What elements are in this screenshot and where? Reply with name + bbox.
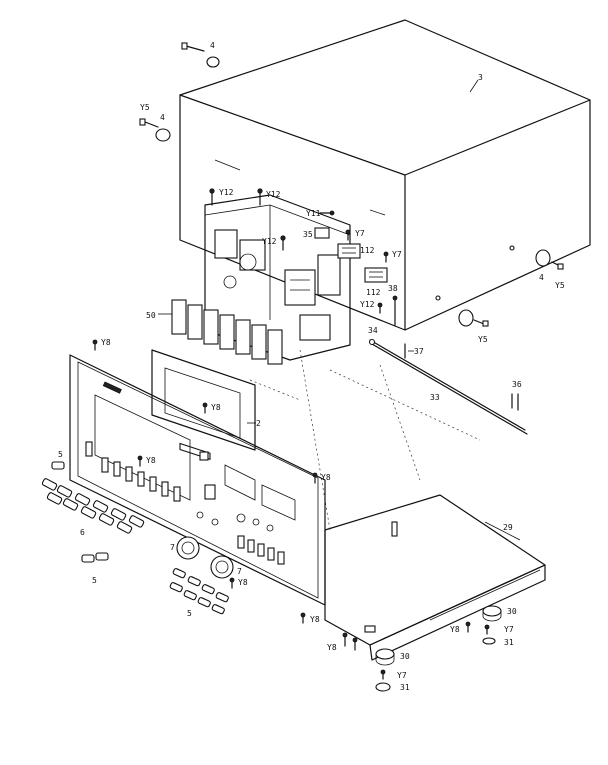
callout-y8-4: Y8 xyxy=(321,473,331,482)
screw-y8-3 xyxy=(137,455,143,467)
callout-5-left: 5 xyxy=(92,576,97,585)
callout-y8-3: Y8 xyxy=(146,456,156,465)
callout-6: 6 xyxy=(80,528,85,537)
callout-31-right: 31 xyxy=(504,638,514,647)
foot-left xyxy=(139,118,171,142)
callout-y7-1: Y7 xyxy=(355,229,365,238)
front-panel xyxy=(69,354,326,606)
screw-y7-1 xyxy=(345,229,351,241)
screw-y11 xyxy=(319,210,335,216)
screw-y12-4 xyxy=(377,302,383,314)
callout-y8-8: Y8 xyxy=(450,625,460,634)
foot-31-bottom xyxy=(375,682,391,692)
buttons-5-bottom xyxy=(169,568,229,615)
callout-38: 38 xyxy=(388,284,398,293)
callout-4-top: 4 xyxy=(210,41,215,50)
button-5-left xyxy=(81,552,109,563)
bottom-chassis xyxy=(324,494,546,661)
callout-y11: Y11 xyxy=(306,209,321,218)
screw-y8-6 xyxy=(300,612,306,624)
screw-y12-1 xyxy=(209,188,215,206)
screw-y8-5 xyxy=(229,577,235,589)
callout-34: 34 xyxy=(368,326,378,335)
callout-31-bottom: 31 xyxy=(400,683,410,692)
foot-30-right xyxy=(482,605,502,622)
button-5-top xyxy=(51,461,65,470)
callout-y8-5: Y8 xyxy=(238,578,248,587)
knob-7-right xyxy=(210,555,234,579)
callout-112-b: 112 xyxy=(366,288,381,297)
screw-y8-1 xyxy=(92,339,98,351)
foot-top xyxy=(181,42,220,68)
tape-mechanism xyxy=(204,194,351,361)
callout-29: 29 xyxy=(503,523,513,532)
callout-37: 37 xyxy=(414,347,424,356)
foot-31-right xyxy=(482,637,496,645)
part-38-pin xyxy=(392,295,398,326)
callout-y7-2: Y7 xyxy=(392,250,402,259)
callout-30-right: 30 xyxy=(507,607,517,616)
screw-y12-2 xyxy=(257,188,263,206)
callout-y12-4: Y12 xyxy=(360,300,375,309)
callout-7-left: 7 xyxy=(170,543,175,552)
foot-right-lower xyxy=(458,309,489,327)
screw-y8-8 xyxy=(465,621,471,633)
connector-112-a xyxy=(337,243,361,259)
foot-right xyxy=(535,249,564,270)
callout-y7-4: Y7 xyxy=(397,671,407,680)
shaft-33 xyxy=(368,338,528,435)
top-cover xyxy=(179,19,591,331)
callout-y8-6: Y8 xyxy=(310,615,320,624)
callout-y7-3: Y7 xyxy=(504,625,514,634)
key-switch-assembly xyxy=(171,299,283,365)
spring-36 xyxy=(511,393,519,411)
part-35 xyxy=(314,227,330,239)
callout-y5-right-lower: Y5 xyxy=(478,335,488,344)
callout-50: 50 xyxy=(146,311,156,320)
callout-2: 2 xyxy=(256,419,261,428)
screw-y7-3 xyxy=(484,624,490,635)
screw-y8-2 xyxy=(202,402,208,414)
callout-4-left: 4 xyxy=(160,113,165,122)
callout-7-right: 7 xyxy=(237,567,242,576)
callout-y8-2: Y8 xyxy=(211,403,221,412)
buttons-6 xyxy=(41,478,145,534)
callout-y12-3: Y12 xyxy=(262,237,277,246)
callout-y5-right: Y5 xyxy=(555,281,565,290)
screw-y7-2 xyxy=(383,251,389,263)
callout-y12-2: Y12 xyxy=(266,190,281,199)
callout-36: 36 xyxy=(512,380,522,389)
connector-112-b xyxy=(364,267,388,283)
screw-y8-7 xyxy=(342,632,358,651)
screw-y7-4 xyxy=(380,669,386,680)
callout-112-a: 112 xyxy=(360,246,375,255)
callout-y8-1: Y8 xyxy=(101,338,111,347)
screw-y12-3 xyxy=(280,235,286,251)
callout-y8-7: Y8 xyxy=(327,643,337,652)
foot-30-bottom xyxy=(375,648,395,666)
callout-5-top: 5 xyxy=(58,450,63,459)
callout-4-right: 4 xyxy=(539,273,544,282)
callout-3: 3 xyxy=(478,73,483,82)
callout-35: 35 xyxy=(303,230,313,239)
callout-y12-1: Y12 xyxy=(219,188,234,197)
callout-33: 33 xyxy=(430,393,440,402)
callout-5-bottom: 5 xyxy=(187,609,192,618)
callout-30-bottom: 30 xyxy=(400,652,410,661)
screw-y8-4 xyxy=(312,472,318,484)
knob-7-left xyxy=(176,536,200,560)
callout-y5-left: Y5 xyxy=(140,103,150,112)
